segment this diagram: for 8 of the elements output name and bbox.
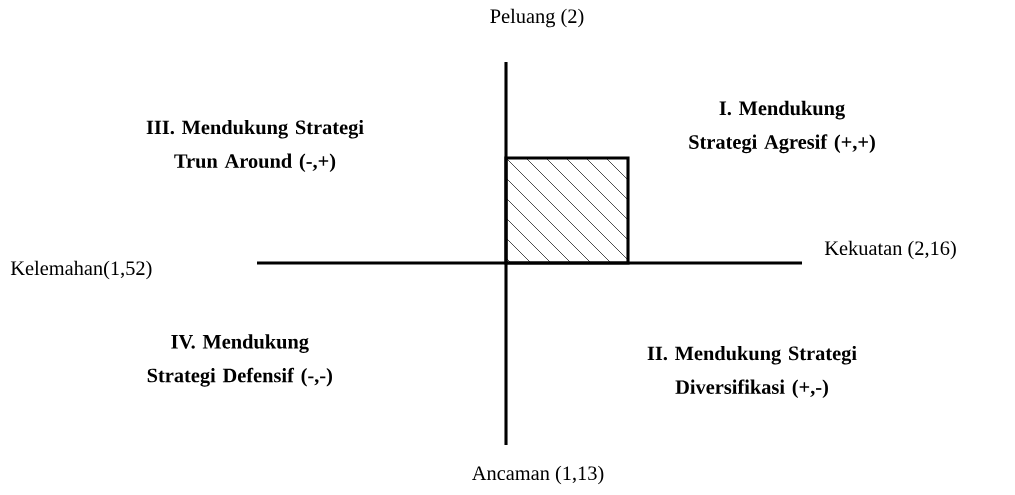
quadrant-label: IV. Mendukung Strategi Defensif (-,-) bbox=[147, 334, 332, 387]
axis-label: Peluang (2) bbox=[490, 8, 584, 28]
quadrant-label: II. Mendukung Strategi Diversifikasi (+,-) bbox=[647, 345, 857, 399]
axis-label: Ancaman (1,13) bbox=[472, 465, 604, 485]
quadrant-label: III. Mendukung Strategi Trun Around (-,+) bbox=[146, 119, 364, 173]
axis-label: Kekuatan (2,16) bbox=[824, 240, 956, 260]
axis-label: Kelemahan(1,52) bbox=[10, 260, 152, 280]
quadrant-label: I. Mendukung Strategi Agresif (+,+) bbox=[689, 100, 875, 154]
